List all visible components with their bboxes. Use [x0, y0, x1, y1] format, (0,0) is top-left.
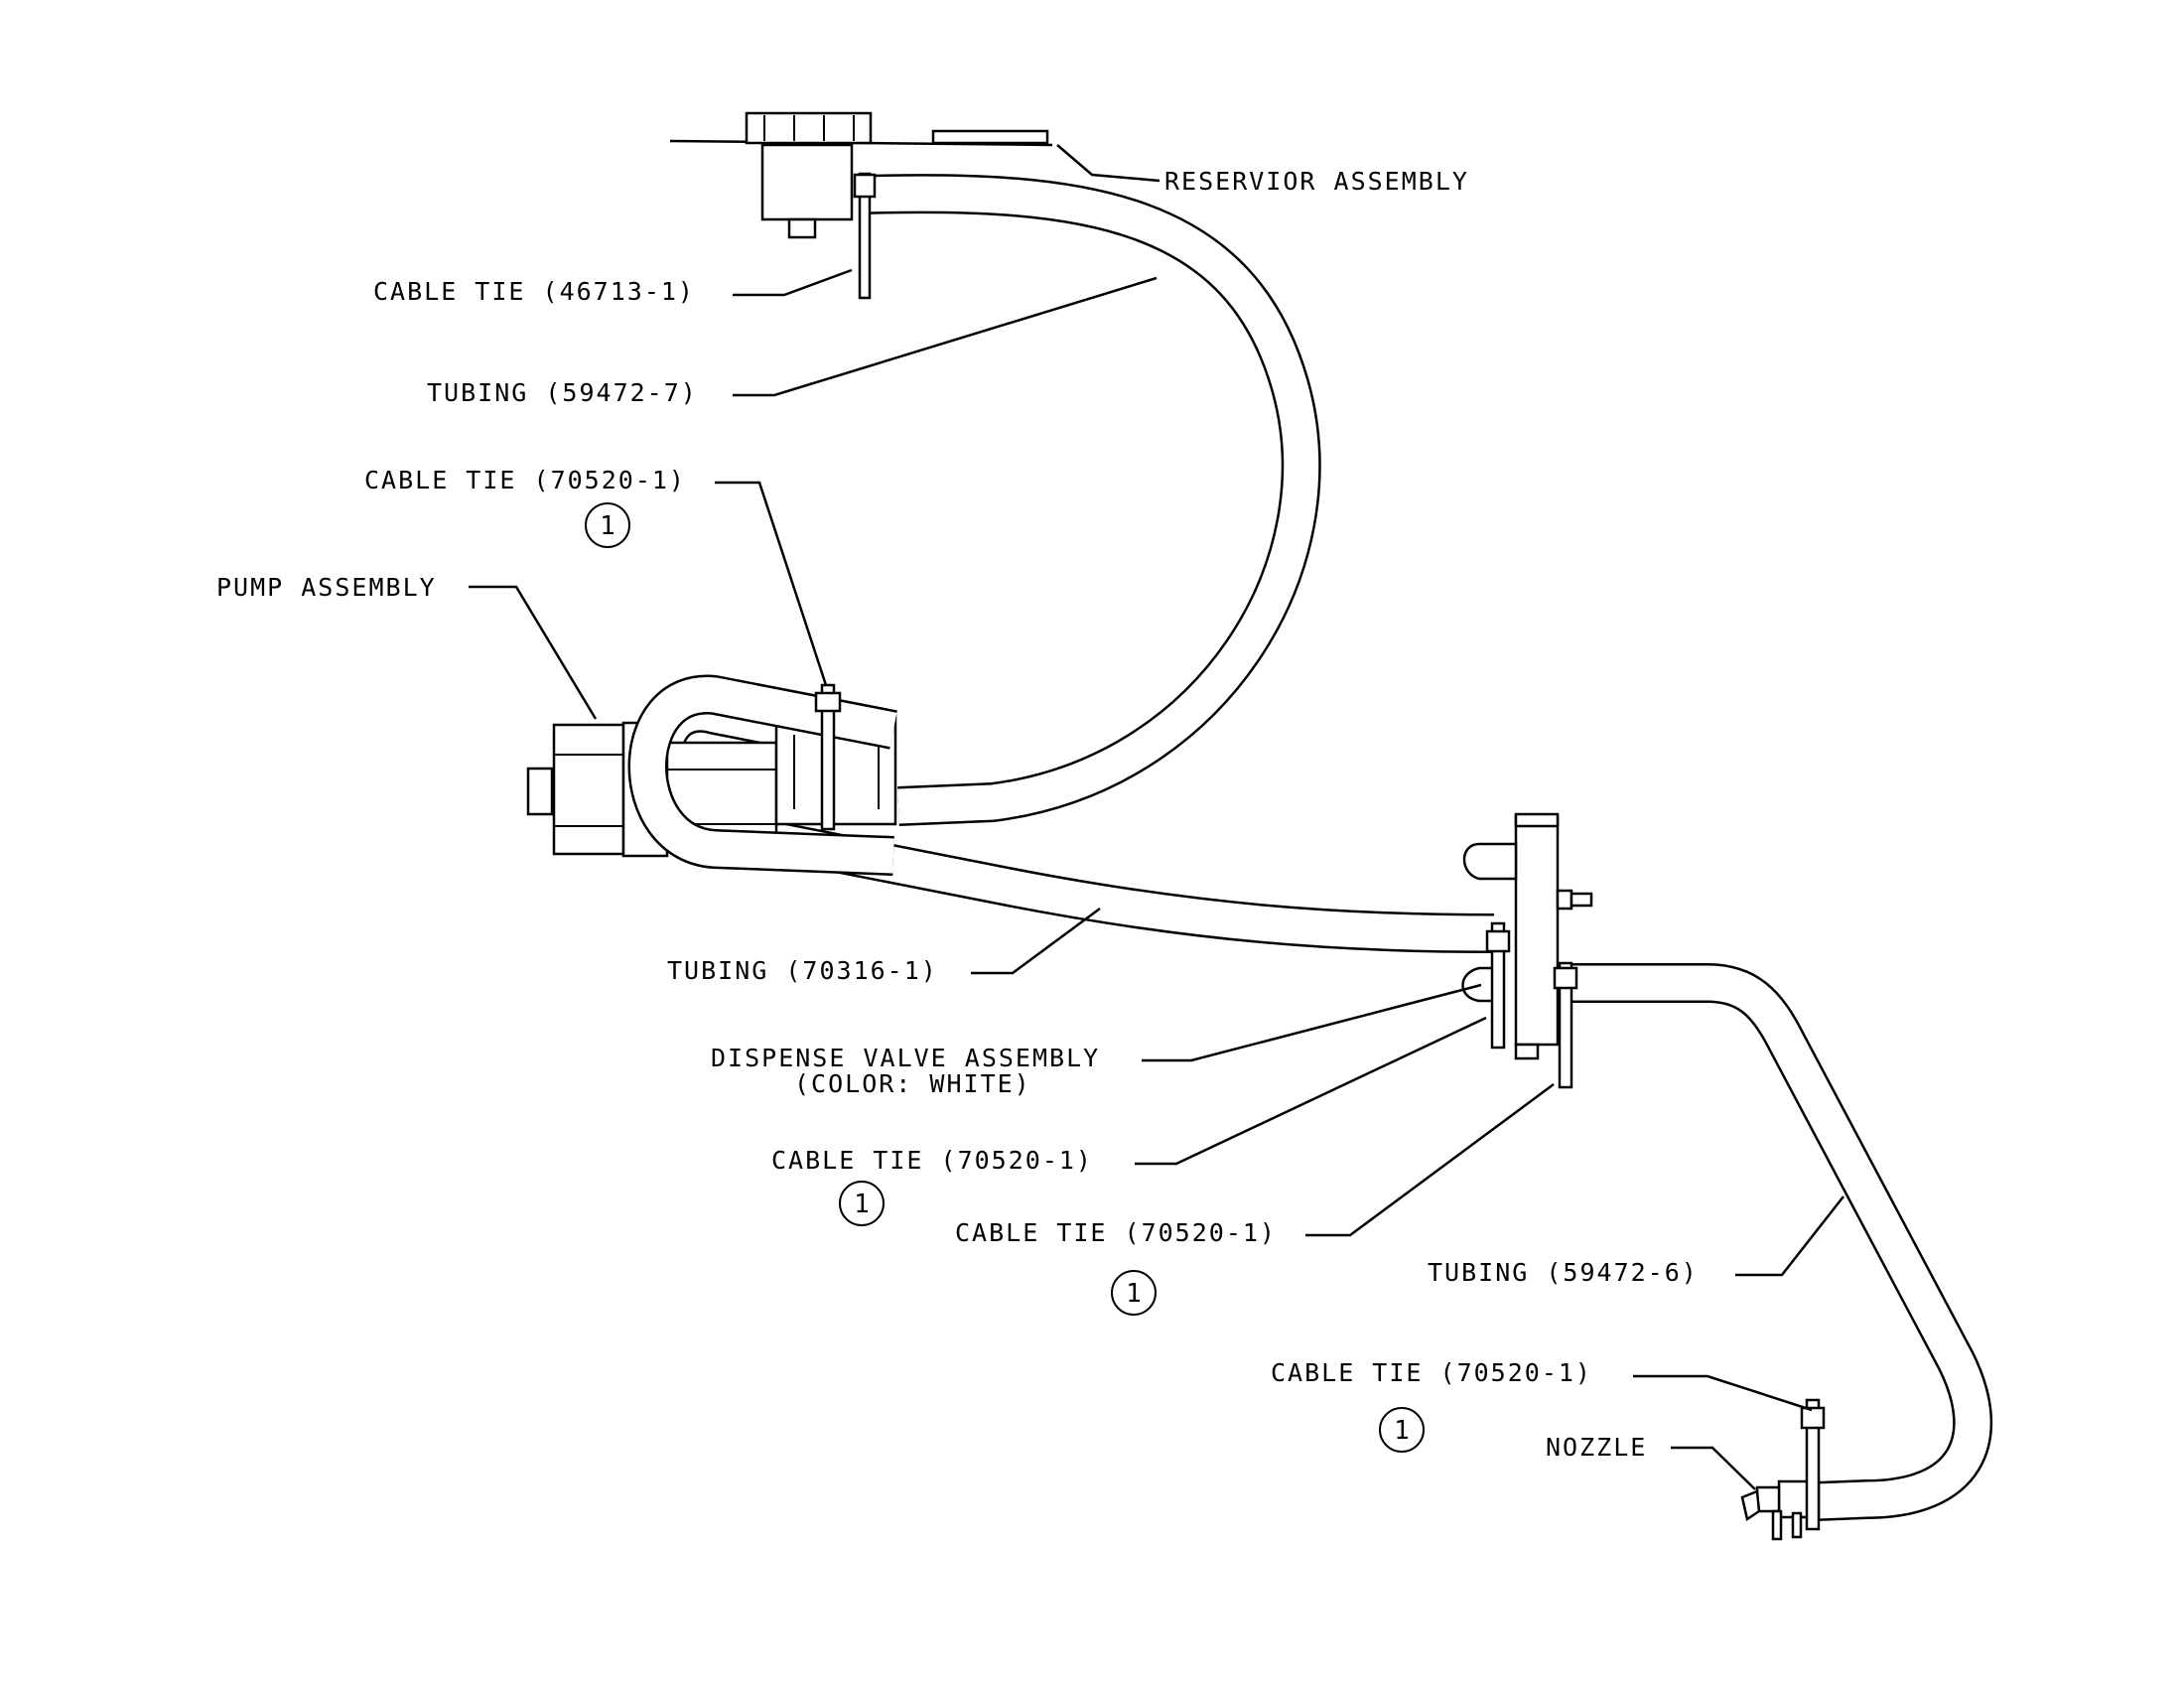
note-callout-1-valve-left: 1 [839, 1181, 885, 1226]
note-number: 1 [600, 511, 615, 541]
cable-tie-70520-1-valve-left [1485, 921, 1511, 1050]
cable-tie-46713-1 [853, 172, 877, 300]
note-number: 1 [854, 1190, 870, 1219]
label-pump-assembly: PUMP ASSEMBLY [216, 573, 437, 602]
tubing-59472-6 [1554, 963, 1993, 1521]
cable-tie-70520-1-valve-right [1553, 961, 1578, 1089]
label-cable-tie-70520-1-pump: CABLE TIE (70520-1) [364, 466, 686, 494]
cable-tie-70520-1-nozzle [1800, 1398, 1826, 1531]
note-callout-1-nozzle: 1 [1379, 1407, 1425, 1453]
label-reservoir-assembly: RESERVIOR ASSEMBLY [1164, 167, 1469, 196]
label-cable-tie-70520-1-valve-left: CABLE TIE (70520-1) [771, 1146, 1093, 1175]
leader-lines [469, 144, 1844, 1490]
note-callout-1-valve-right: 1 [1111, 1270, 1157, 1316]
nozzle [1740, 1398, 1826, 1541]
label-cable-tie-70520-1-valve-right: CABLE TIE (70520-1) [955, 1218, 1277, 1247]
reservoir-assembly [669, 111, 1053, 300]
label-cable-tie-70520-1-nozzle: CABLE TIE (70520-1) [1271, 1358, 1592, 1387]
dispense-valve-assembly [1461, 812, 1593, 1089]
tubing-59472-7 [863, 174, 1321, 826]
note-number: 1 [1394, 1416, 1410, 1446]
pump-assembly [526, 674, 897, 876]
label-nozzle: NOZZLE [1546, 1433, 1647, 1462]
label-tubing-59472-7: TUBING (59472-7) [427, 378, 698, 407]
label-tubing-70316-1: TUBING (70316-1) [667, 956, 938, 985]
label-cable-tie-46713-1: CABLE TIE (46713-1) [373, 277, 695, 306]
label-dispense-valve-assembly: DISPENSE VALVE ASSEMBLY [711, 1044, 1100, 1072]
note-number: 1 [1126, 1279, 1142, 1309]
label-dispense-valve-color: (COLOR: WHITE) [794, 1069, 1031, 1098]
note-callout-1-pump: 1 [585, 502, 630, 548]
cable-tie-70520-1-pump [814, 683, 842, 831]
label-tubing-59472-6: TUBING (59472-6) [1428, 1258, 1699, 1287]
